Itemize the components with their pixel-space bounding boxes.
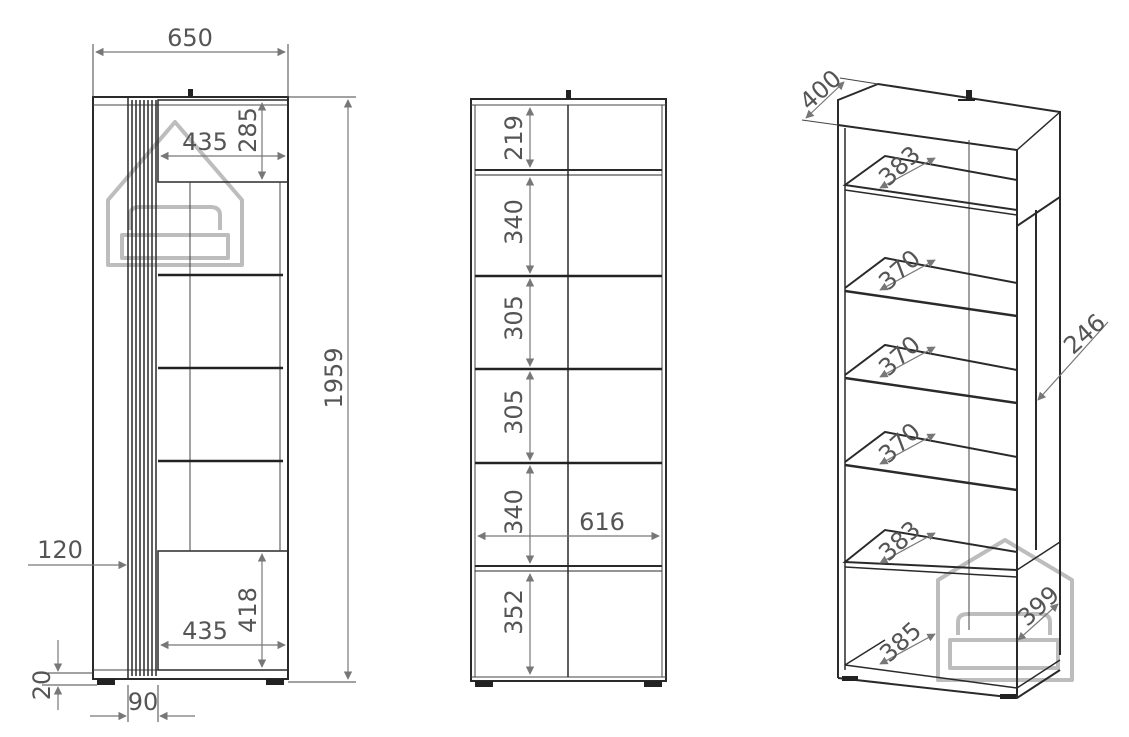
bottom-depth-label: 399 — [1012, 580, 1065, 631]
middle-view: 219 340 305 305 340 352 616 — [470, 90, 667, 687]
top-compartment-width-label: 435 — [182, 128, 228, 156]
inner-width-label: 616 — [579, 508, 625, 536]
front-height-label: 1959 — [320, 347, 348, 408]
shelf-spacing-6-label: 352 — [500, 589, 528, 635]
side-offset-label: 120 — [37, 536, 83, 564]
bottom-compartment-height-label: 418 — [234, 587, 262, 633]
watermark-logo-front — [106, 120, 244, 267]
bottom-compartment-width-label: 435 — [182, 617, 228, 645]
shelf-spacing-5-label: 340 — [500, 489, 528, 535]
shelf-depth-4-label: 370 — [873, 417, 926, 468]
shelf-depth-6-label: 385 — [874, 616, 927, 667]
shelf-spacing-3-label: 305 — [500, 295, 528, 341]
shelf-spacing-4-label: 305 — [500, 389, 528, 435]
front-width-label: 650 — [167, 24, 213, 52]
shelf-depth-1-label: 383 — [873, 140, 926, 191]
shelf-spacing-1-label: 219 — [500, 115, 528, 161]
isometric-view: 400 383 370 370 370 383 385 246 399 — [794, 64, 1111, 700]
side-panel-depth-label: 246 — [1058, 308, 1111, 359]
top-compartment-height-label: 285 — [234, 107, 262, 153]
plinth-width-label: 90 — [128, 688, 159, 716]
shelf-depth-5-label: 383 — [873, 515, 926, 566]
shelf-depth-2-label: 370 — [873, 244, 926, 295]
front-view: 650 1959 285 435 418 435 120 20 90 — [28, 24, 356, 722]
shelf-spacing-2-label: 340 — [500, 199, 528, 245]
decorative-slats — [131, 100, 157, 676]
shelf-depth-3-label: 370 — [873, 330, 926, 381]
iso-depth-label: 400 — [794, 64, 847, 115]
plinth-height-label: 20 — [28, 670, 56, 701]
